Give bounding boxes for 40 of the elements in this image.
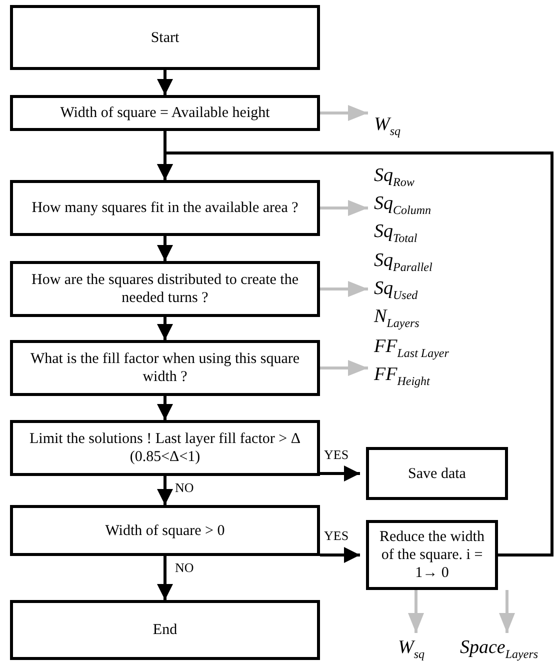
variable-name: FF$_{Last Layer}$ xyxy=(374,336,449,362)
process-box: Save data xyxy=(366,447,508,500)
arrow xyxy=(157,236,173,261)
decision-box: Width of square > 0 xyxy=(10,505,320,556)
arrow xyxy=(320,466,360,482)
terminal-box: Start xyxy=(10,5,320,70)
terminal-box: End xyxy=(10,600,320,660)
arrow xyxy=(157,396,173,420)
arrow xyxy=(408,590,424,633)
variable-name: Sq$_{Parallel}$ xyxy=(374,250,432,276)
variable-name: Sq$_{Column}$ xyxy=(374,192,432,219)
arrow xyxy=(157,317,173,340)
arrow xyxy=(157,556,173,600)
edge-label: YES xyxy=(323,529,350,543)
arrow xyxy=(320,200,368,216)
variable-name: Space$_{Layers}$ xyxy=(460,637,538,663)
arrow xyxy=(499,590,515,633)
process-box: Width of square = Available height xyxy=(10,95,320,131)
arrow xyxy=(320,105,368,121)
decision-box: Limit the solutions ! Last layer fill factor > Δ (0.85<Δ<1) xyxy=(10,420,320,476)
arrow xyxy=(157,152,554,556)
process-box: What is the fill factor when using this square width ? xyxy=(10,340,320,396)
process-box: Reduce the width of the square. i = 1→ 0 xyxy=(366,520,498,590)
edge-label: NO xyxy=(174,561,195,575)
arrow xyxy=(320,281,368,297)
variable-name: Sq$_{Total}$ xyxy=(374,220,418,246)
arrow xyxy=(320,360,368,376)
variable-name: W$_{sq}$ xyxy=(398,637,424,663)
variable-name: W$_{sq}$ xyxy=(374,114,400,140)
edge-label: NO xyxy=(174,481,195,495)
variable-name: Sq$_{Row}$ xyxy=(374,165,414,191)
variable-name: Sq$_{Used}$ xyxy=(374,278,418,304)
process-box: How are the squares distributed to create the needed turns ? xyxy=(10,261,320,317)
arrow xyxy=(157,476,173,505)
variable-name: N$_{Layers}$ xyxy=(374,306,420,332)
arrow xyxy=(320,547,360,563)
edge-label: YES xyxy=(323,448,350,462)
variable-name: FF$_{Height}$ xyxy=(374,364,430,390)
arrow xyxy=(157,70,173,95)
process-box: How many squares fit in the available area ? xyxy=(10,180,320,236)
